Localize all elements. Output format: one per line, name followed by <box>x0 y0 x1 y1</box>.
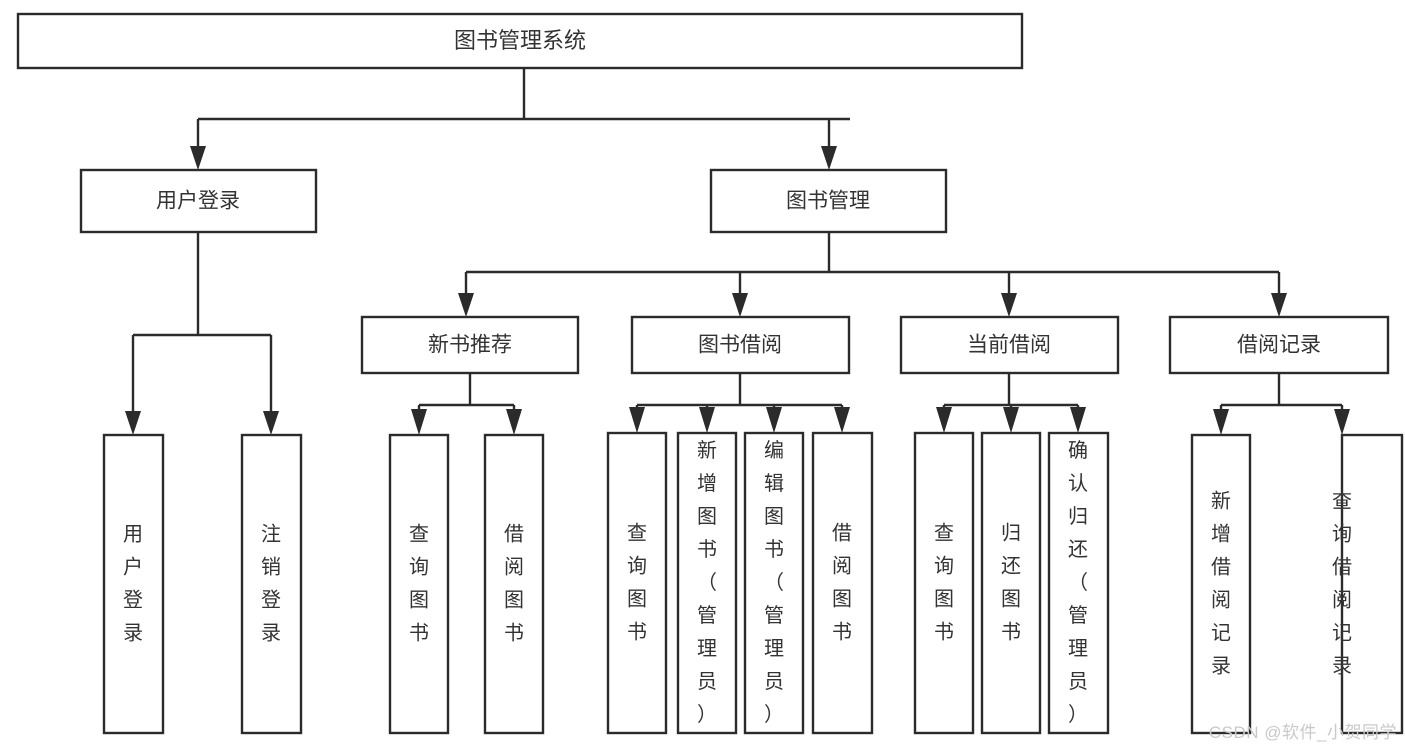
node-leaf-query-book-current[interactable]: 查询图书 <box>913 431 975 735</box>
node-root-system[interactable]: 图书管理系统 <box>16 12 1024 70</box>
node-leaf-add-book-admin-box[interactable] <box>676 431 738 735</box>
node-current-borrow-box[interactable] <box>899 315 1120 375</box>
node-borrow-record[interactable]: 借阅记录 <box>1168 315 1390 375</box>
node-leaf-user-login[interactable]: 用户登录 <box>102 433 165 735</box>
node-user-login-label: 用户登录 <box>156 190 240 213</box>
arrow-head-leaf-add-record <box>1213 409 1229 435</box>
node-leaf-edit-book-admin[interactable]: 编辑图书（管理员） <box>743 431 805 735</box>
node-leaf-add-borrow-record-label: 新增借阅记录 <box>1211 490 1231 678</box>
node-book-management-box[interactable] <box>709 168 948 234</box>
node-leaf-borrow-book-rec-label: 借阅图书 <box>504 523 524 645</box>
node-leaf-borrow-book-rec[interactable]: 借阅图书 <box>483 433 545 735</box>
node-leaf-add-borrow-record-box[interactable] <box>1190 433 1252 735</box>
node-root-system-label: 图书管理系统 <box>454 28 586 53</box>
arrow-head-leaf-return-book <box>1003 407 1019 433</box>
node-leaf-logout[interactable]: 注销登录 <box>240 433 303 735</box>
node-leaf-query-book-borrow[interactable]: 查询图书 <box>606 431 668 735</box>
node-leaf-confirm-return-admin-box[interactable] <box>1047 431 1110 735</box>
node-book-borrow-label: 图书借阅 <box>698 334 782 357</box>
node-borrow-record-label: 借阅记录 <box>1237 334 1321 357</box>
arrow-head-borrow-record <box>1271 293 1287 317</box>
node-user-login-box[interactable] <box>79 168 318 234</box>
arrow-head-leaf-edit-book <box>766 407 782 433</box>
arrow-head-leaf-query-book-3 <box>936 407 952 433</box>
node-leaf-return-book[interactable]: 归还图书 <box>980 431 1042 735</box>
node-leaf-add-borrow-record[interactable]: 新增借阅记录 <box>1190 433 1252 735</box>
node-leaf-logout-label: 注销登录 <box>261 523 281 645</box>
node-leaf-borrow-book-borrow-box[interactable] <box>811 431 874 735</box>
node-leaf-query-book-borrow-box[interactable] <box>606 431 668 735</box>
arrow-head-leaf-user-login <box>125 411 141 435</box>
node-leaf-logout-box[interactable] <box>240 433 303 735</box>
node-leaf-return-book-label: 归还图书 <box>1001 522 1021 644</box>
node-leaf-edit-book-admin-label: 编辑图书（管理员） <box>764 439 784 726</box>
arrow-head-leaf-logout <box>263 411 279 435</box>
node-leaf-confirm-return-admin[interactable]: 确认归还（管理员） <box>1047 431 1110 735</box>
node-leaf-return-book-box[interactable] <box>980 431 1042 735</box>
csdn-watermark: CSDN @软件_小贺同学 <box>1208 723 1397 742</box>
node-leaf-add-book-admin[interactable]: 新增图书（管理员） <box>676 431 738 735</box>
node-leaf-query-borrow-record[interactable]: 查询借阅记录 <box>1332 433 1404 735</box>
arrow-head-book-borrow <box>732 293 748 317</box>
arrow-head-user-login <box>190 146 206 170</box>
node-current-borrow[interactable]: 当前借阅 <box>899 315 1120 375</box>
arrow-head-leaf-query-book-1 <box>411 409 427 435</box>
arrow-head-book-mgmt <box>821 146 837 170</box>
node-user-login[interactable]: 用户登录 <box>79 168 318 234</box>
arrow-head-leaf-add-book <box>699 407 715 433</box>
node-borrow-record-box[interactable] <box>1168 315 1390 375</box>
node-book-borrow-box[interactable] <box>630 315 851 375</box>
node-new-book-recommend-box[interactable] <box>360 315 580 375</box>
node-leaf-user-login-box[interactable] <box>102 433 165 735</box>
node-leaf-edit-book-admin-box[interactable] <box>743 431 805 735</box>
node-book-management[interactable]: 图书管理 <box>709 168 948 234</box>
node-leaf-query-book-rec[interactable]: 查询图书 <box>388 433 450 735</box>
arrow-head-leaf-confirm-return <box>1070 407 1086 433</box>
node-leaf-borrow-book-borrow[interactable]: 借阅图书 <box>811 431 874 735</box>
node-leaf-query-borrow-record-label: 查询借阅记录 <box>1332 490 1352 678</box>
node-current-borrow-label: 当前借阅 <box>967 334 1051 357</box>
node-leaf-confirm-return-admin-label: 确认归还（管理员） <box>1068 439 1088 726</box>
arrow-head-new-book-rec <box>458 293 474 317</box>
node-leaf-user-login-label: 用户登录 <box>123 524 143 645</box>
node-leaf-query-book-rec-box[interactable] <box>388 433 450 735</box>
node-book-management-label: 图书管理 <box>786 190 870 213</box>
node-leaf-borrow-book-rec-box[interactable] <box>483 433 545 735</box>
node-leaf-query-book-rec-label: 查询图书 <box>409 523 429 645</box>
node-new-book-recommend-label: 新书推荐 <box>428 334 512 357</box>
arrow-head-current-borrow <box>1001 293 1017 317</box>
node-leaf-query-book-current-label: 查询图书 <box>934 522 954 644</box>
connector-layer <box>125 68 1350 435</box>
node-leaf-borrow-book-borrow-label: 借阅图书 <box>832 522 852 644</box>
node-leaf-query-book-current-box[interactable] <box>913 431 975 735</box>
arrow-head-leaf-borrow-book-1 <box>506 409 522 435</box>
arrow-head-leaf-query-record <box>1334 409 1350 435</box>
node-root-system-box[interactable] <box>16 12 1024 70</box>
arrow-head-leaf-borrow-book-2 <box>834 407 850 433</box>
node-leaf-query-book-borrow-label: 查询图书 <box>627 522 647 644</box>
node-book-borrow[interactable]: 图书借阅 <box>630 315 851 375</box>
node-leaf-add-book-admin-label: 新增图书（管理员） <box>697 439 717 726</box>
node-new-book-recommend[interactable]: 新书推荐 <box>360 315 580 375</box>
arrow-head-leaf-query-book-2 <box>629 407 645 433</box>
node-leaf-query-borrow-record-box[interactable] <box>1340 433 1404 735</box>
